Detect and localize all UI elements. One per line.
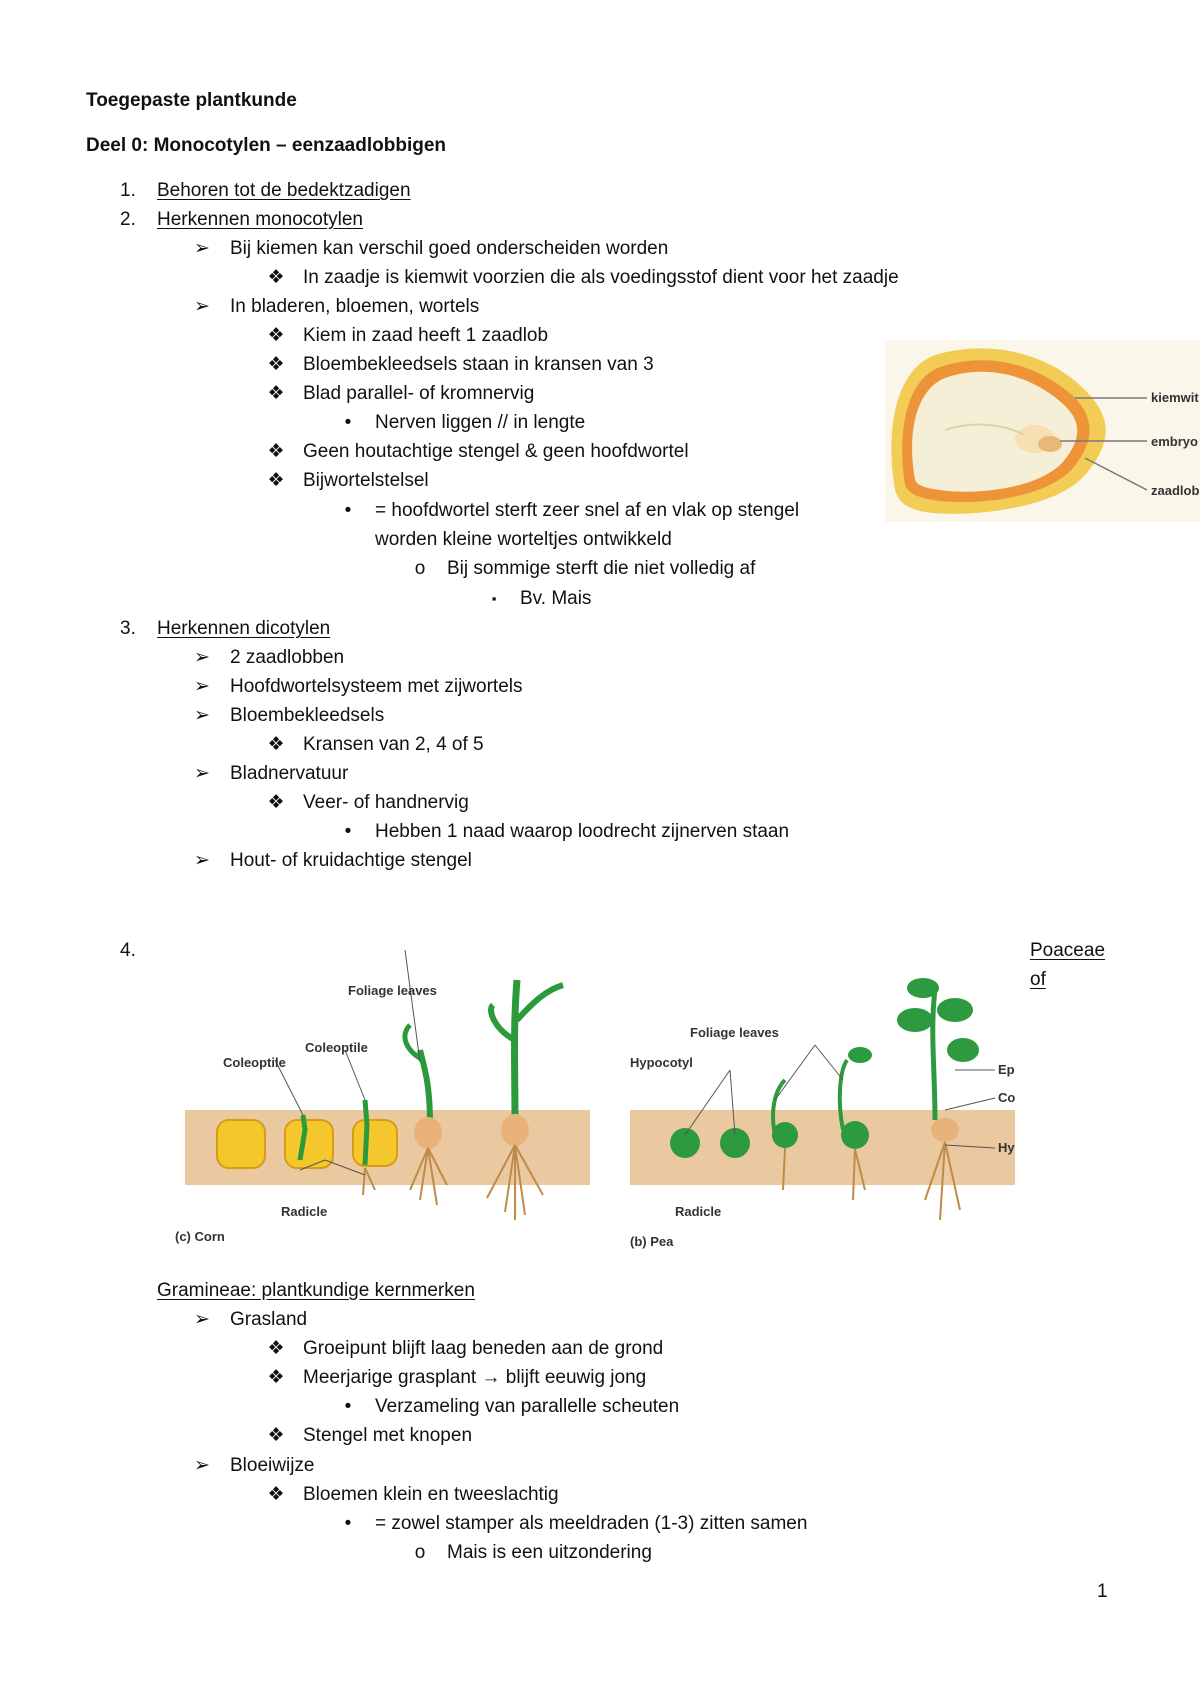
diamond-bullet-icon: ❖ xyxy=(267,1484,285,1505)
list-number: 4. xyxy=(120,940,136,961)
list-item: Kransen van 2, 4 of 5 xyxy=(303,734,484,755)
list-item-continuation: worden kleine worteltjes ontwikkeld xyxy=(375,529,672,550)
arrow-bullet-icon: ➢ xyxy=(194,763,210,784)
diamond-bullet-icon: ❖ xyxy=(267,1367,285,1388)
section-subheading: Gramineae: plantkundige kernmerken xyxy=(157,1280,475,1301)
list-item: In bladeren, bloemen, wortels xyxy=(230,296,480,317)
list-item-heading: Herkennen monocotylen xyxy=(157,209,363,230)
circle-bullet-icon: o xyxy=(414,558,426,579)
list-item: Bloembekleedsels xyxy=(230,705,385,726)
list-item-heading: Herkennen dicotylen xyxy=(157,618,331,639)
round-bullet-icon: • xyxy=(344,821,352,842)
diamond-bullet-icon: ❖ xyxy=(267,383,285,404)
list-item: Veer- of handnervig xyxy=(303,792,469,813)
diamond-bullet-icon: ❖ xyxy=(267,470,285,491)
diamond-bullet-icon: ❖ xyxy=(267,267,285,288)
figure-label: Cotyledon xyxy=(998,1090,1015,1105)
seedling-germination-figure: Foliage leaves Coleoptile Coleoptile Rad… xyxy=(175,950,1015,1249)
square-bullet-icon: ▪ xyxy=(491,591,497,606)
list-item: Mais is een uitzondering xyxy=(447,1542,652,1563)
list-item: Hebben 1 naad waarop loodrecht zijnerven… xyxy=(375,821,790,842)
figure-label: Hypocotyl xyxy=(998,1140,1015,1155)
round-bullet-icon: • xyxy=(344,1513,352,1534)
arrow-bullet-icon: ➢ xyxy=(194,850,210,871)
figure-label: Coleoptile xyxy=(223,1055,286,1070)
list-item: Groeipunt blijft laag beneden aan de gro… xyxy=(303,1338,664,1359)
list-item: Bladnervatuur xyxy=(230,763,349,784)
round-bullet-icon: • xyxy=(344,412,352,433)
list-item-heading: Behoren tot de bedektzadigen xyxy=(157,180,411,201)
seed-label: zaadlob xyxy=(1151,483,1199,498)
list-item: Grasland xyxy=(230,1309,308,1330)
round-bullet-icon: • xyxy=(344,1396,352,1417)
list-item: Stengel met knopen xyxy=(303,1425,473,1446)
list-number: 3. xyxy=(120,618,136,639)
arrow-bullet-icon: ➢ xyxy=(194,705,210,726)
figure-label: Hypocotyl xyxy=(630,1055,693,1070)
seed-label: embryo xyxy=(1151,434,1198,449)
diamond-bullet-icon: ❖ xyxy=(267,734,285,755)
document-title: Toegepaste plantkunde xyxy=(86,90,297,111)
figure-label: Radicle xyxy=(281,1204,327,1219)
list-item: Geen houtachtige stengel & geen hoofdwor… xyxy=(303,441,689,462)
list-item: Bloembekleedsels staan in kransen van 3 xyxy=(303,354,654,375)
list-item: Bij sommige sterft die niet volledig af xyxy=(447,558,756,579)
list-item: Bijwortelstelsel xyxy=(303,470,429,491)
list-item: Blad parallel- of kromnervig xyxy=(303,383,535,404)
list-item: = zowel stamper als meeldraden (1-3) zit… xyxy=(375,1513,808,1534)
list-item: Meerjarige grasplant → blijft eeuwig jon… xyxy=(303,1367,647,1388)
diamond-bullet-icon: ❖ xyxy=(267,325,285,346)
list-item: In zaadje is kiemwit voorzien die als vo… xyxy=(303,267,899,288)
list-item: Kiem in zaad heeft 1 zaadlob xyxy=(303,325,549,346)
list-item: Bloeiwijze xyxy=(230,1455,315,1476)
side-text: Poaceae xyxy=(1030,940,1106,961)
list-item: Bloemen klein en tweeslachtig xyxy=(303,1484,559,1505)
arrow-bullet-icon: ➢ xyxy=(194,647,210,668)
list-item: Bij kiemen kan verschil goed onderscheid… xyxy=(230,238,669,259)
list-item: 2 zaadlobben xyxy=(230,647,345,668)
figure-label: Coleoptile xyxy=(305,1040,368,1055)
circle-bullet-icon: o xyxy=(414,1542,426,1563)
side-text: of xyxy=(1030,969,1046,990)
list-number: 2. xyxy=(120,209,136,230)
arrow-bullet-icon: ➢ xyxy=(194,1455,210,1476)
arrow-bullet-icon: ➢ xyxy=(194,1309,210,1330)
page-number: 1 xyxy=(1097,1581,1108,1602)
list-item: Nerven liggen // in lengte xyxy=(375,412,586,433)
diamond-bullet-icon: ❖ xyxy=(267,1425,285,1446)
diamond-bullet-icon: ❖ xyxy=(267,792,285,813)
arrow-bullet-icon: ➢ xyxy=(194,238,210,259)
list-item: Hoofdwortelsysteem met zijwortels xyxy=(230,676,523,697)
figure-caption: (c) Corn xyxy=(175,1229,225,1244)
diamond-bullet-icon: ❖ xyxy=(267,354,285,375)
list-item: Hout- of kruidachtige stengel xyxy=(230,850,472,871)
figure-label: Radicle xyxy=(675,1204,721,1219)
list-item: Verzameling van parallelle scheuten xyxy=(375,1396,680,1417)
list-number: 1. xyxy=(120,180,136,201)
arrow-bullet-icon: ➢ xyxy=(194,296,210,317)
round-bullet-icon: • xyxy=(344,500,352,521)
section-heading: Deel 0: Monocotylen – eenzaadlobbigen xyxy=(86,135,447,156)
diamond-bullet-icon: ❖ xyxy=(267,441,285,462)
figure-label: Epicotyl xyxy=(998,1062,1015,1077)
list-item: Bv. Mais xyxy=(520,588,592,609)
figure-caption: (b) Pea xyxy=(630,1234,674,1249)
seed-label: kiemwit xyxy=(1151,390,1199,405)
figure-label: Foliage leaves xyxy=(348,983,437,998)
arrow-bullet-icon: ➢ xyxy=(194,676,210,697)
list-item: = hoofdwortel sterft zeer snel af en vla… xyxy=(375,500,800,521)
diamond-bullet-icon: ❖ xyxy=(267,1338,285,1359)
seed-cross-section-figure: kiemwit embryo zaadlob xyxy=(885,340,1200,522)
figure-label: Foliage leaves xyxy=(690,1025,779,1040)
